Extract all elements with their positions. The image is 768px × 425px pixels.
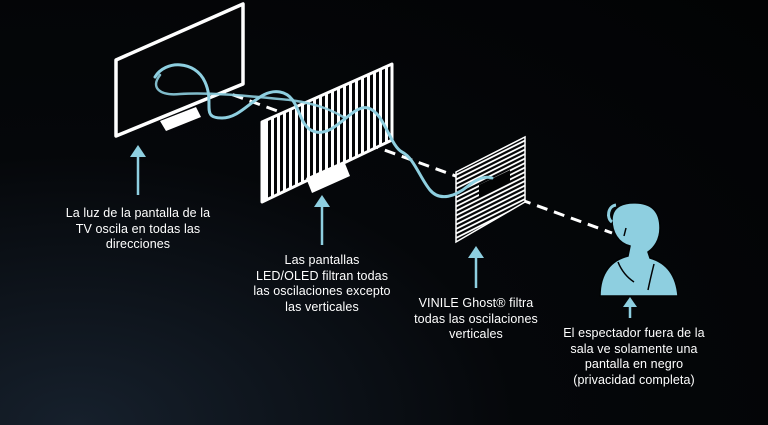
caption-vinile-filter: VINILE Ghost® filtra todas las oscilacio… [414, 296, 538, 341]
arrow-up-icon [623, 297, 637, 318]
tv-screen-icon [114, 2, 245, 138]
arrow-up-icon [468, 246, 484, 288]
person-viewer-icon [599, 202, 679, 297]
privacy-film-icon [455, 135, 526, 244]
arrow-up-icon [314, 195, 330, 245]
arrow-up-icon [130, 145, 146, 195]
caption-viewer: El espectador fuera de la sala ve solame… [563, 326, 705, 387]
caption-tv-light: La luz de la pantalla de la TV oscila en… [65, 206, 211, 251]
light-wave [153, 63, 494, 199]
polarized-screen-icon [260, 62, 394, 204]
caption-led-filter: Las pantallas LED/OLED filtran todas las… [253, 253, 391, 314]
light-ray-dashed-line [164, 68, 613, 235]
light-wave-loop [154, 73, 347, 120]
